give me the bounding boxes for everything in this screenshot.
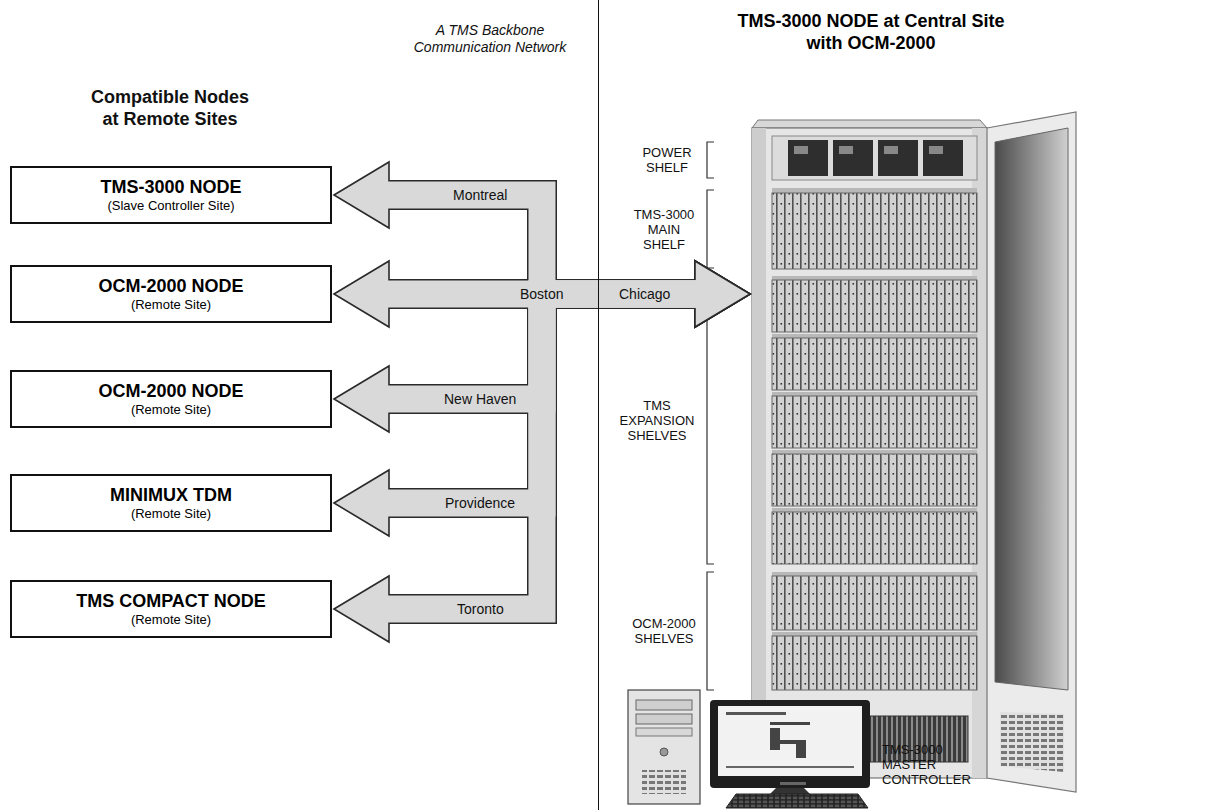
shelf-rail	[772, 188, 977, 193]
tower-vents	[642, 770, 686, 794]
expansion-shelf	[772, 512, 977, 564]
part-label: TMS-3000 MASTER CONTROLLER	[882, 742, 980, 787]
power-shelf	[772, 136, 977, 180]
ocm-shelf	[772, 576, 977, 630]
screen-graphic	[770, 728, 780, 750]
cabinet-side	[752, 128, 766, 778]
screen-graphic	[796, 744, 806, 758]
node-subtitle: (Remote Site)	[131, 506, 211, 522]
city-label: New Haven	[441, 391, 519, 408]
arrow-head	[695, 261, 750, 327]
power-button	[660, 748, 668, 756]
keyboard	[726, 794, 868, 808]
heading-label: A TMS Backbone Communication Network	[410, 22, 570, 56]
power-module	[833, 140, 873, 176]
monitor	[710, 700, 870, 788]
bracket	[707, 142, 714, 178]
city-label: Montreal	[450, 187, 510, 204]
shelf-rail	[772, 632, 977, 636]
power-switch	[839, 146, 853, 154]
city-label: Boston	[517, 286, 567, 303]
door-glass	[995, 128, 1068, 690]
shelf-rail	[772, 334, 977, 338]
arrow-head	[334, 576, 389, 642]
arrow-head	[334, 470, 389, 536]
monitor-buttons	[780, 782, 806, 785]
node-title: MINIMUX TDM	[110, 484, 232, 506]
band-heads	[334, 162, 750, 642]
expansion-shelf	[772, 454, 977, 506]
expansion-shelf	[772, 338, 977, 390]
remote-node-box: TMS COMPACT NODE(Remote Site)	[10, 580, 332, 638]
power-switch	[929, 146, 943, 154]
part-label: POWER SHELF	[634, 145, 700, 175]
drive-bay	[636, 728, 692, 736]
node-subtitle: (Remote Site)	[131, 612, 211, 628]
node-subtitle: (Remote Site)	[131, 297, 211, 313]
shelf-rail	[772, 392, 977, 396]
panel-heading: TMS-3000 NODE at Central Site with OCM-2…	[726, 10, 1016, 54]
shelf-rail	[772, 572, 977, 576]
node-subtitle: (Slave Controller Site)	[107, 198, 234, 214]
remote-node-box: MINIMUX TDM(Remote Site)	[10, 474, 332, 532]
arrow-head	[334, 162, 389, 228]
expansion-shelf	[772, 280, 977, 332]
node-subtitle: (Remote Site)	[131, 402, 211, 418]
arrow-head	[695, 261, 750, 327]
computer-tower	[628, 690, 700, 804]
ocm-shelf	[772, 636, 977, 690]
shelf-rail	[772, 450, 977, 454]
cabinet-door	[987, 112, 1076, 792]
expansion-shelf	[772, 396, 977, 448]
shelf-rail	[772, 276, 977, 280]
remote-node-box: TMS-3000 NODE(Slave Controller Site)	[10, 166, 332, 224]
part-label: TMS-3000 MAIN SHELF	[628, 207, 700, 252]
power-switch	[794, 146, 808, 154]
arrow-head	[334, 366, 389, 432]
monitor-screen	[718, 706, 862, 776]
remote-node-box: OCM-2000 NODE(Remote Site)	[10, 370, 332, 428]
arrow-head	[695, 261, 750, 327]
city-label: Toronto	[454, 601, 507, 618]
arrow-head	[695, 261, 750, 327]
network-band	[386, 294, 698, 609]
screen-line	[726, 766, 854, 768]
bracket	[707, 572, 714, 690]
main-shelf	[772, 193, 977, 269]
screen-line	[770, 722, 810, 725]
drive-bay	[636, 700, 692, 710]
node-title: OCM-2000 NODE	[98, 275, 243, 297]
part-label: OCM-2000 SHELVES	[628, 616, 700, 646]
remote-node-box: OCM-2000 NODE(Remote Site)	[10, 265, 332, 323]
door-vents	[1000, 712, 1064, 772]
node-title: TMS COMPACT NODE	[76, 590, 266, 612]
arrow-head	[334, 261, 389, 327]
power-switch	[884, 146, 898, 154]
city-label: Providence	[442, 495, 518, 512]
node-title: OCM-2000 NODE	[98, 380, 243, 402]
bracket	[707, 190, 714, 268]
node-title: TMS-3000 NODE	[100, 176, 241, 198]
power-module	[788, 140, 828, 176]
shelf-rail	[772, 508, 977, 512]
link-label: Chicago	[616, 286, 673, 303]
part-label: TMS EXPANSION SHELVES	[614, 398, 700, 443]
central-site-panel: TMS-3000 NODE at Central Site with OCM-2…	[598, 0, 1206, 810]
screen-line	[726, 712, 786, 715]
power-module	[878, 140, 918, 176]
power-module	[923, 140, 963, 176]
cabinet-body	[752, 128, 987, 778]
drive-bay	[636, 714, 692, 724]
arrow-head	[695, 261, 750, 327]
screen-graphic	[780, 740, 806, 744]
cabinet-top	[752, 120, 987, 128]
heading-label: Compatible Nodes at Remote Sites	[82, 86, 258, 130]
